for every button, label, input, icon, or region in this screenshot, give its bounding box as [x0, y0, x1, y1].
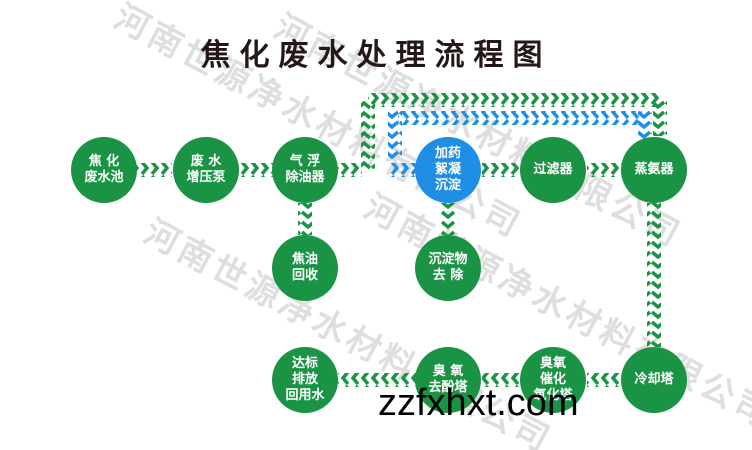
node-sediment-removal: 沉淀物 去 除 [415, 235, 481, 301]
node-tar-recovery: 焦油 回收 [272, 235, 338, 301]
node-ammonia-still: 蒸氨器 [621, 137, 687, 203]
blue-arrow-down [388, 111, 402, 161]
arrow-left [338, 373, 416, 387]
blue-arrow-right [390, 163, 416, 177]
site-url-overlay: zzfxhxt.com [378, 382, 579, 424]
node-coagulation: 加药 絮凝 沉淀 [415, 137, 481, 203]
arrow-right [134, 163, 172, 177]
node-booster-pump: 废 水 增压泵 [173, 137, 239, 203]
blue-arrow-down [638, 111, 652, 141]
arrow-right [338, 163, 362, 177]
page-title: 焦化废水处理流程图 [200, 38, 552, 73]
node-cooling-tower: 冷却塔 [621, 347, 687, 413]
node-ozone-phenol-tower: 臭 氧 去酚塔 [415, 347, 481, 413]
node-flotation-oil-remover: 气 浮 除油器 [272, 137, 338, 203]
arrow-up [361, 100, 375, 170]
arrow-right [237, 163, 275, 177]
arrow-down [647, 203, 661, 347]
arrow-right [587, 163, 623, 177]
blue-arrow-left [398, 111, 642, 125]
arrow-left [587, 373, 623, 387]
arrow-group [134, 93, 667, 387]
node-filter: 过滤器 [520, 137, 586, 203]
arrow-right [482, 163, 520, 177]
node-discharge-reuse: 达标 排放 回用水 [272, 347, 338, 413]
arrow-down [298, 203, 312, 235]
arrow-right [368, 93, 660, 107]
node-coking-wastewater-pool: 焦 化 废水池 [71, 137, 137, 203]
arrow-down [441, 203, 455, 235]
node-ozone-catalytic-oxidation: 臭氧 催化 氧化塔 [520, 347, 586, 413]
arrow-left [482, 373, 520, 387]
arrow-down [653, 100, 667, 136]
